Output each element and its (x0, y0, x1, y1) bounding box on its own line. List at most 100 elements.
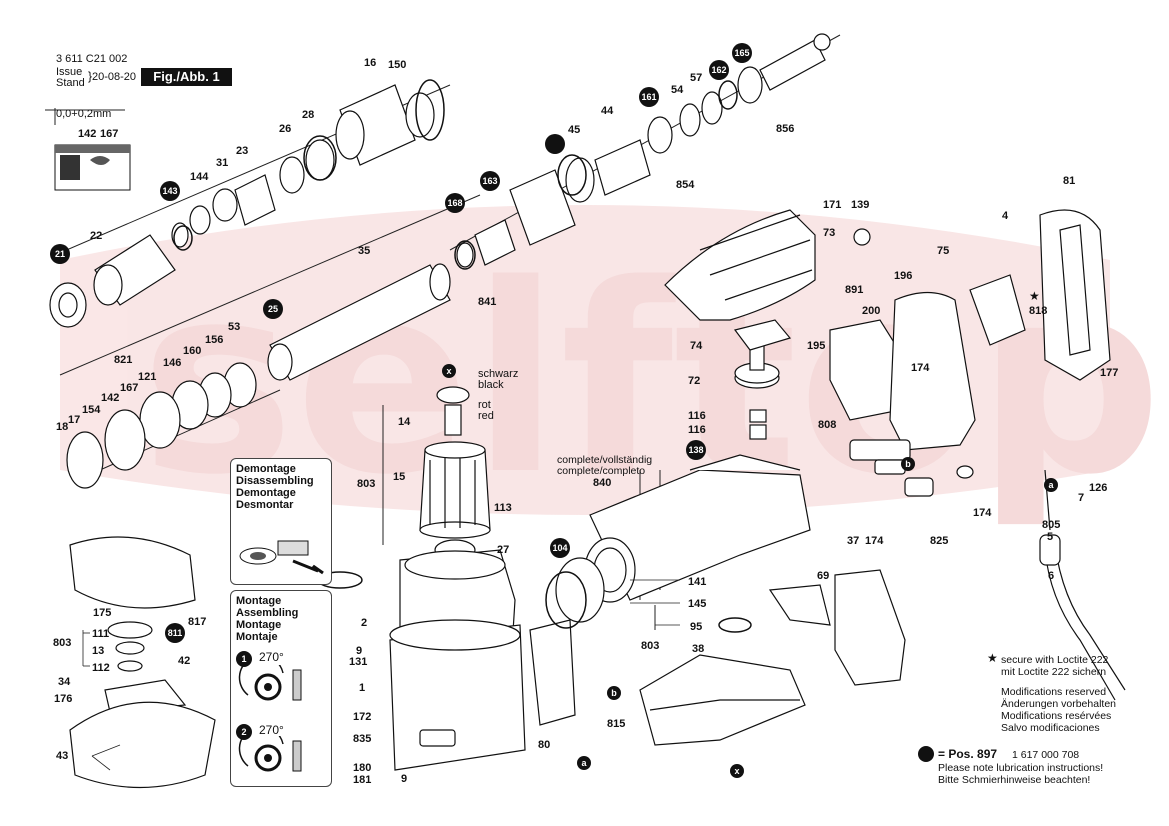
part-label-31: 31 (216, 157, 229, 169)
badge-21: 21 (50, 244, 70, 264)
intermediate-housing-drawing (555, 454, 811, 623)
part-label-131: 131 (349, 656, 368, 668)
part-label-38: 38 (692, 643, 705, 655)
montage-line-3: Montage (236, 619, 282, 631)
montage-panel: Montage Assembling Montage Montaje 1 270… (230, 590, 332, 787)
part-label-7: 7 (1078, 492, 1085, 504)
part-label-174-handle: 174 (973, 507, 992, 519)
part-label-141: 141 (688, 576, 707, 588)
part-label-43: 43 (56, 750, 69, 762)
part-label-180: 180 (353, 762, 372, 774)
badge-143: 143 (160, 181, 180, 201)
part-label-113: 113 (494, 502, 512, 514)
part-label-54: 54 (671, 84, 684, 96)
motor-housing-drawing (389, 549, 526, 771)
part-label-73: 73 (823, 227, 836, 239)
part-label-146: 146 (163, 357, 182, 369)
badge-25: 25 (263, 299, 283, 319)
montage-step-1-angle: 270° (259, 650, 284, 664)
part-label-181: 181 (353, 774, 372, 786)
montage-line-2: Assembling (236, 607, 299, 619)
part-label-803-brush: 803 (53, 637, 72, 649)
montage-step-2-angle: 270° (259, 723, 284, 737)
part-label-840: 840 (593, 477, 612, 489)
marker-a-cable: a (1044, 478, 1058, 492)
montage-step-2-badge: 2 (236, 724, 252, 740)
montage-step-2-illustration (238, 736, 302, 772)
part-label-196: 196 (894, 270, 913, 282)
badge-163: 163 (480, 171, 500, 191)
demontage-panel: Demontage Disassembling Demontage Desmon… (230, 458, 332, 585)
part-label-200: 200 (862, 305, 881, 317)
part-label-167-mid: 167 (120, 382, 139, 394)
loctite-note-line2: mit Loctite 222 sichern (1001, 666, 1107, 678)
modifications-note-3: Modifications resérvées (1001, 710, 1112, 722)
montage-step-1-illustration (238, 665, 302, 701)
part-label-854: 854 (676, 179, 695, 191)
marker-b-switch: b (607, 686, 621, 700)
part-label-174-switch: 174 (911, 362, 930, 374)
part-label-171: 171 (823, 199, 842, 211)
part-label-154: 154 (82, 404, 101, 416)
part-label-835: 835 (353, 733, 372, 745)
part-label-17: 17 (68, 414, 81, 426)
part-label-817: 817 (188, 616, 207, 628)
lubrication-note-en: Please note lubrication instructions! (938, 762, 1104, 774)
part-label-142-top: 142 (78, 128, 97, 140)
part-label-825: 825 (930, 535, 949, 547)
part-label-121: 121 (138, 371, 157, 383)
part-label-26: 26 (279, 123, 292, 135)
part-label-5: 5 (1047, 531, 1054, 543)
part-label-57: 57 (690, 72, 703, 84)
part-label-53: 53 (228, 321, 241, 333)
wire-color-red: red (478, 410, 494, 422)
marker-b-handle: b (901, 457, 915, 471)
demontage-line-2: Disassembling (236, 475, 314, 487)
part-label-27: 27 (497, 544, 510, 556)
part-label-856: 856 (776, 123, 795, 135)
part-label-116-b: 116 (688, 424, 706, 436)
part-label-18: 18 (56, 421, 69, 433)
badge-811: 811 (165, 623, 185, 643)
part-label-1: 1 (359, 682, 366, 694)
part-label-75: 75 (937, 245, 950, 257)
part-label-145: 145 (688, 598, 707, 610)
modifications-note-1: Modifications reserved (1001, 686, 1107, 698)
part-label-175: 175 (93, 607, 112, 619)
loctite-star-818: ★ (1029, 289, 1040, 303)
montage-line-4: Montaje (236, 631, 278, 643)
gear-cover-drawing (664, 209, 816, 321)
part-label-126: 126 (1089, 482, 1108, 494)
tolerance-value: 0,0+0,2mm (56, 108, 112, 120)
document-number: 3 611 C21 002 (56, 53, 128, 65)
part-label-72: 72 (688, 375, 701, 387)
pos-897-label: = Pos. 897 (938, 747, 998, 761)
demontage-line-3: Demontage (236, 487, 296, 499)
part-label-2: 2 (361, 617, 368, 629)
marker-x-top: x (442, 364, 456, 378)
part-label-176: 176 (54, 693, 73, 705)
loctite-note-line1: secure with Loctite 222 (1001, 654, 1109, 666)
badge-162: 162 (709, 60, 729, 80)
badge-138: 138 (686, 440, 706, 460)
part-label-42: 42 (178, 655, 191, 667)
part-label-23: 23 (236, 145, 249, 157)
part-label-808: 808 (818, 419, 837, 431)
part-label-22: 22 (90, 230, 103, 242)
part-label-45: 45 (568, 124, 581, 136)
marker-a-switch: a (577, 756, 591, 770)
issue-label: Issue (56, 66, 83, 78)
part-label-195: 195 (807, 340, 826, 352)
wire-color-schwarz: schwarz (478, 368, 519, 380)
part-label-37: 37 (847, 535, 860, 547)
part-label-14: 14 (398, 416, 411, 428)
part-label-818: 818 (1029, 305, 1048, 317)
part-label-112: 112 (92, 662, 110, 674)
part-label-177: 177 (1100, 367, 1119, 379)
pos-897-number: 1 617 000 708 (1012, 749, 1080, 761)
issue-bracket: } (88, 69, 93, 83)
badge-168: 168 (445, 193, 465, 213)
complete-note-line1: complete/vollständig (557, 454, 653, 466)
